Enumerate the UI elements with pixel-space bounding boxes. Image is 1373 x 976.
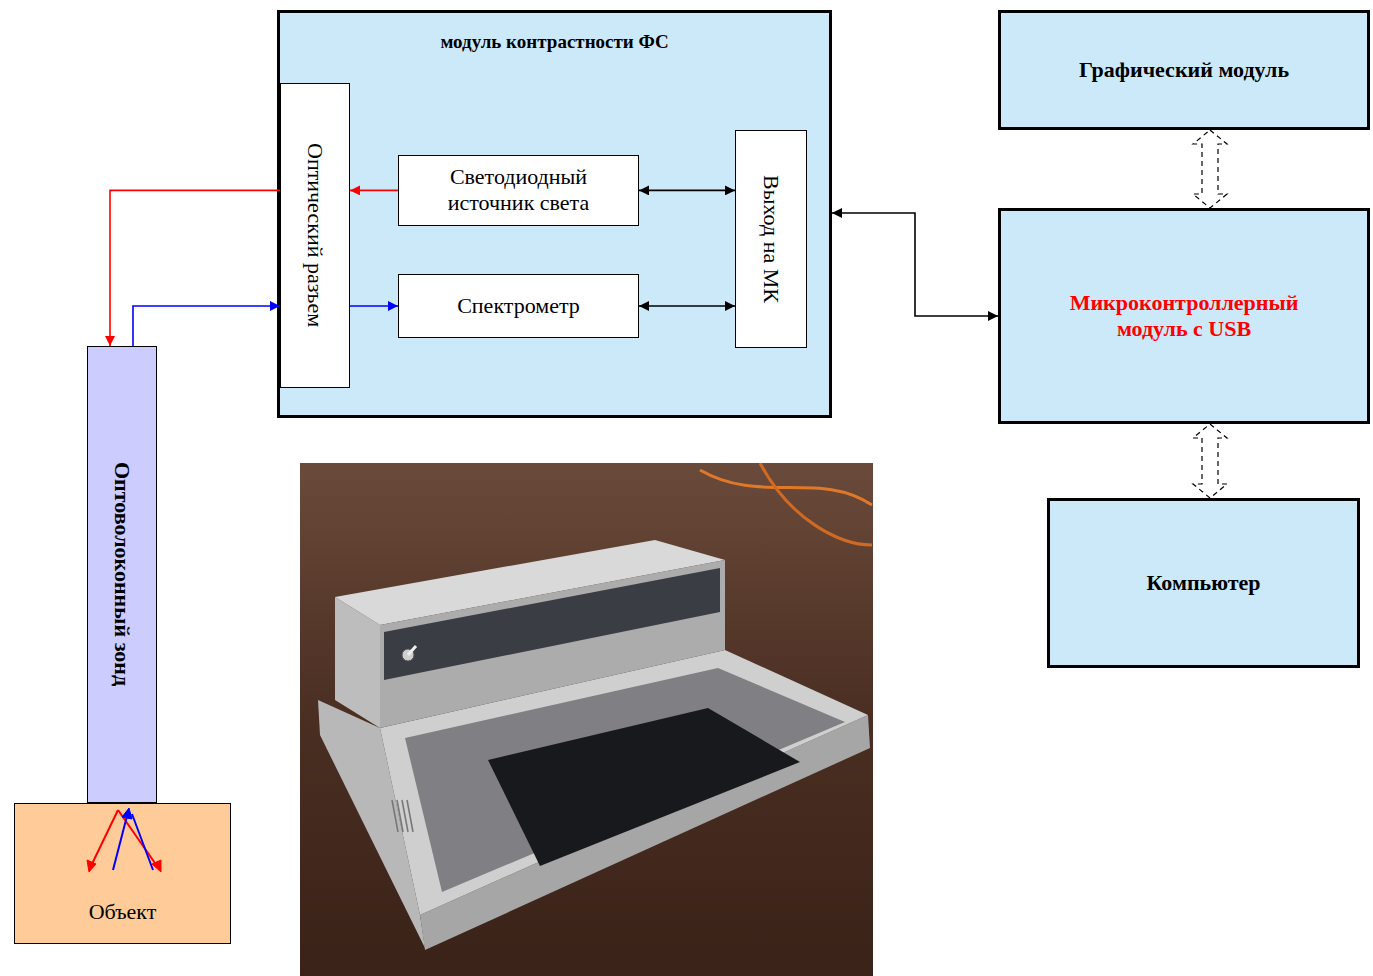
- signal-arrow: [832, 213, 998, 316]
- node-label: модуль контрастности ФС: [440, 31, 668, 54]
- signal-arrow: [133, 306, 280, 346]
- signal-arrow: [350, 305, 398, 307]
- vertical-label: Оптический разъем: [302, 143, 328, 327]
- graphics-module-box: Графический модуль: [998, 10, 1370, 130]
- module-box: модуль контрастности ФС Оптический разъем…: [277, 10, 832, 418]
- node-label: Спектрометр: [457, 293, 580, 319]
- signal-arrow: [639, 305, 735, 307]
- reflection-arrows: [15, 804, 232, 904]
- fiber-probe-box: Оптоволоконный зонд: [87, 346, 157, 803]
- signal-arrow: [639, 190, 735, 192]
- signal-arrow: [350, 190, 398, 192]
- bus-arrow: [1193, 424, 1227, 498]
- node-label: Объект: [89, 899, 157, 925]
- microcontroller-box: Микроконтроллерный модуль с USB: [998, 208, 1370, 424]
- node-label: Компьютер: [1146, 570, 1260, 596]
- node-label: Графический модуль: [1079, 57, 1289, 83]
- device-photo: [300, 463, 873, 976]
- computer-box: Компьютер: [1047, 498, 1360, 668]
- signal-arrow: [110, 190, 280, 346]
- vertical-label: Оптоволоконный зонд: [109, 462, 135, 686]
- spectrometer-box: Спектрометр: [398, 274, 639, 338]
- bus-arrow: [1193, 130, 1227, 208]
- mc-output-box: Выход на МК: [735, 130, 807, 348]
- node-label: Светодиодный источник света: [419, 164, 619, 217]
- led-source-box: Светодиодный источник света: [398, 155, 639, 226]
- node-label: Микроконтроллерный модуль с USB: [1034, 290, 1334, 343]
- connector-box: Оптический разъем: [280, 83, 350, 388]
- object-box: Объект: [14, 803, 231, 944]
- vertical-label: Выход на МК: [758, 175, 784, 303]
